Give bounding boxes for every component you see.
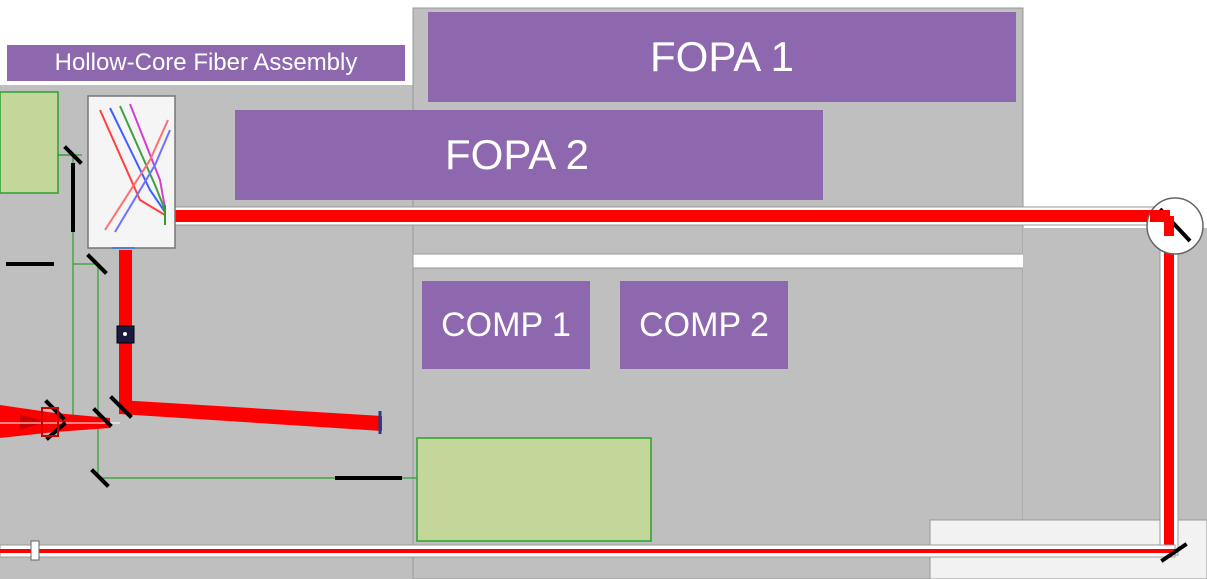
- mirror-icon: [6, 145, 1188, 563]
- beam-bottom: [0, 549, 1175, 553]
- optical-element-dot: [123, 332, 127, 336]
- fopa1-label: FOPA 1: [428, 12, 1016, 102]
- beam-tapered: [119, 400, 382, 431]
- fiber-assembly-rays: [99, 103, 171, 233]
- optical-element-bottom: [30, 540, 40, 561]
- hollow-core-fiber-label: Hollow-Core Fiber Assembly: [7, 45, 405, 81]
- beam-input-arrow: [20, 414, 45, 430]
- comp2-label: COMP 2: [620, 281, 788, 369]
- beam-top: [170, 210, 1160, 222]
- beam-right: [1164, 222, 1174, 555]
- green-box-left: [0, 91, 59, 194]
- comp1-label: COMP 1: [422, 281, 590, 369]
- fopa2-label: FOPA 2: [235, 110, 823, 200]
- hollow-core-fiber-icon: [87, 95, 176, 249]
- input-optic: [41, 407, 59, 437]
- periscope-beam-down: [1164, 216, 1174, 236]
- green-box-center: [416, 437, 652, 542]
- beam-input: [0, 405, 110, 438]
